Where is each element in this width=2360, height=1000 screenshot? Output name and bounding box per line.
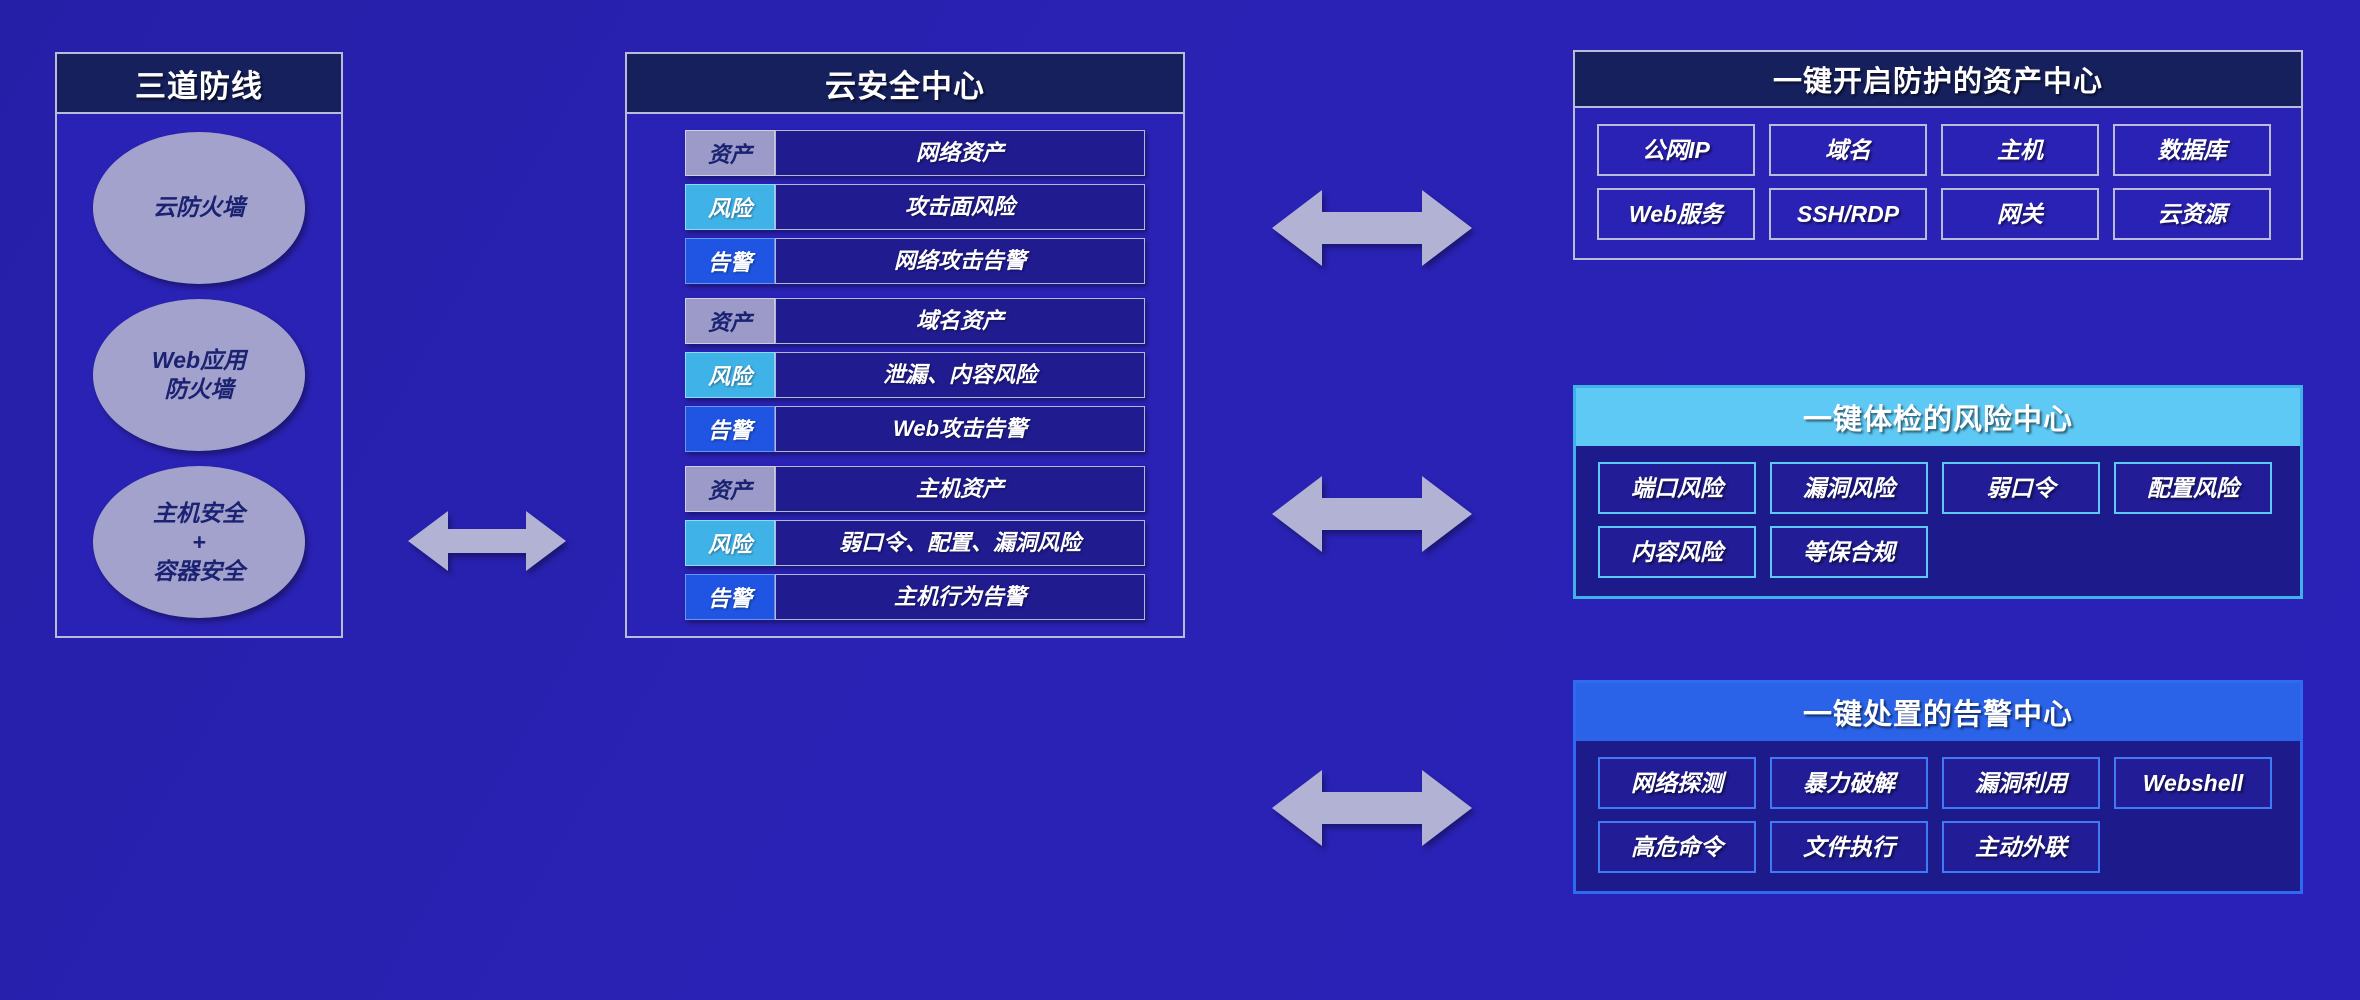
panel-left-body: 云防火墙 Web应用 防火墙 主机安全 + 容器安全 xyxy=(55,114,343,638)
asset-risk-alert-group: 资产 域名资产 风险 泄漏、内容风险 告警 Web攻击告警 xyxy=(685,298,1145,452)
row-tag-alert: 告警 xyxy=(685,238,775,284)
asset-chip-gateway[interactable]: 网关 xyxy=(1941,188,2099,240)
arrow-center-risk xyxy=(1272,468,1472,560)
table-row[interactable]: 资产 域名资产 xyxy=(685,298,1145,344)
bubble-line: 云防火墙 xyxy=(153,194,245,221)
row-value: 弱口令、配置、漏洞风险 xyxy=(775,520,1145,566)
row-value: Web攻击告警 xyxy=(775,406,1145,452)
row-value: 网络攻击告警 xyxy=(775,238,1145,284)
asset-chip-database[interactable]: 数据库 xyxy=(2113,124,2271,176)
table-row[interactable]: 风险 弱口令、配置、漏洞风险 xyxy=(685,520,1145,566)
chip-row: 公网IP 域名 主机 数据库 xyxy=(1597,124,2279,176)
row-tag-risk: 风险 xyxy=(685,184,775,230)
row-value: 主机资产 xyxy=(775,466,1145,512)
arrow-left-center xyxy=(408,505,566,577)
arrow-center-alert xyxy=(1272,762,1472,854)
asset-chip-cloud-resource[interactable]: 云资源 xyxy=(2113,188,2271,240)
row-tag-asset: 资产 xyxy=(685,298,775,344)
table-row[interactable]: 告警 主机行为告警 xyxy=(685,574,1145,620)
table-row[interactable]: 资产 主机资产 xyxy=(685,466,1145,512)
row-tag-risk: 风险 xyxy=(685,520,775,566)
row-tag-asset: 资产 xyxy=(685,466,775,512)
asset-chip-web-service[interactable]: Web服务 xyxy=(1597,188,1755,240)
risk-chip-port-risk[interactable]: 端口风险 xyxy=(1598,462,1756,514)
risk-chip-content-risk[interactable]: 内容风险 xyxy=(1598,526,1756,578)
row-value: 主机行为告警 xyxy=(775,574,1145,620)
table-row[interactable]: 风险 泄漏、内容风险 xyxy=(685,352,1145,398)
panel-asset-center: 一键开启防护的资产中心 公网IP 域名 主机 数据库 Web服务 SSH/RDP… xyxy=(1573,50,2303,260)
row-tag-asset: 资产 xyxy=(685,130,775,176)
table-row[interactable]: 告警 Web攻击告警 xyxy=(685,406,1145,452)
alert-chip-exploit[interactable]: 漏洞利用 xyxy=(1942,757,2100,809)
panel-center-title: 云安全中心 xyxy=(625,52,1185,114)
defense-bubble-host-container-security[interactable]: 主机安全 + 容器安全 xyxy=(93,466,305,619)
risk-chip-weak-password[interactable]: 弱口令 xyxy=(1942,462,2100,514)
chip-row: 端口风险 漏洞风险 弱口令 配置风险 xyxy=(1598,462,2278,514)
asset-chip-host[interactable]: 主机 xyxy=(1941,124,2099,176)
panel-center-body: 资产 网络资产 风险 攻击面风险 告警 网络攻击告警 资产 域名资产 xyxy=(625,114,1185,638)
panel-risk-center: 一键体检的风险中心 端口风险 漏洞风险 弱口令 配置风险 内容风险 等保合规 xyxy=(1573,385,2303,599)
risk-chip-configuration-risk[interactable]: 配置风险 xyxy=(2114,462,2272,514)
alert-chip-outbound-connection[interactable]: 主动外联 xyxy=(1942,821,2100,873)
table-row[interactable]: 资产 网络资产 xyxy=(685,130,1145,176)
alert-chip-high-risk-command[interactable]: 高危命令 xyxy=(1598,821,1756,873)
alert-chip-network-probe[interactable]: 网络探测 xyxy=(1598,757,1756,809)
row-tag-alert: 告警 xyxy=(685,406,775,452)
bubble-line: 防火墙 xyxy=(164,375,234,402)
panel-risk-title: 一键体检的风险中心 xyxy=(1576,388,2300,446)
risk-chip-compliance[interactable]: 等保合规 xyxy=(1770,526,1928,578)
chip-row: Web服务 SSH/RDP 网关 云资源 xyxy=(1597,188,2279,240)
asset-risk-alert-group: 资产 主机资产 风险 弱口令、配置、漏洞风险 告警 主机行为告警 xyxy=(685,466,1145,620)
risk-chip-vulnerability-risk[interactable]: 漏洞风险 xyxy=(1770,462,1928,514)
panel-alert-center: 一键处置的告警中心 网络探测 暴力破解 漏洞利用 Webshell 高危命令 文… xyxy=(1573,680,2303,894)
alert-chip-brute-force[interactable]: 暴力破解 xyxy=(1770,757,1928,809)
panel-alert-title: 一键处置的告警中心 xyxy=(1576,683,2300,741)
panel-asset-title: 一键开启防护的资产中心 xyxy=(1573,50,2303,108)
table-row[interactable]: 风险 攻击面风险 xyxy=(685,184,1145,230)
row-value: 泄漏、内容风险 xyxy=(775,352,1145,398)
panel-cloud-security-center: 云安全中心 资产 网络资产 风险 攻击面风险 告警 网络攻击告警 xyxy=(625,52,1185,638)
asset-chip-domain[interactable]: 域名 xyxy=(1769,124,1927,176)
bubble-line: 容器安全 xyxy=(153,557,245,584)
bubble-line: + xyxy=(192,528,206,555)
panel-three-lines-of-defense: 三道防线 云防火墙 Web应用 防火墙 主机安全 + 容器安全 xyxy=(55,52,343,638)
asset-chip-public-ip[interactable]: 公网IP xyxy=(1597,124,1755,176)
defense-bubble-cloud-firewall[interactable]: 云防火墙 xyxy=(93,131,305,284)
chip-row: 高危命令 文件执行 主动外联 xyxy=(1598,821,2278,873)
row-tag-alert: 告警 xyxy=(685,574,775,620)
asset-chip-ssh-rdp[interactable]: SSH/RDP xyxy=(1769,188,1927,240)
panel-asset-body: 公网IP 域名 主机 数据库 Web服务 SSH/RDP 网关 云资源 xyxy=(1573,108,2303,260)
table-row[interactable]: 告警 网络攻击告警 xyxy=(685,238,1145,284)
chip-row: 内容风险 等保合规 xyxy=(1598,526,2278,578)
chip-row: 网络探测 暴力破解 漏洞利用 Webshell xyxy=(1598,757,2278,809)
arrow-center-asset xyxy=(1272,182,1472,274)
bubble-line: 主机安全 xyxy=(153,500,245,527)
panel-risk-body: 端口风险 漏洞风险 弱口令 配置风险 内容风险 等保合规 xyxy=(1576,446,2300,596)
bubble-line: Web应用 xyxy=(151,347,247,374)
defense-bubble-web-application-firewall[interactable]: Web应用 防火墙 xyxy=(93,298,305,451)
alert-chip-webshell[interactable]: Webshell xyxy=(2114,757,2272,809)
row-value: 攻击面风险 xyxy=(775,184,1145,230)
row-value: 网络资产 xyxy=(775,130,1145,176)
panel-left-title: 三道防线 xyxy=(55,52,343,114)
panel-alert-body: 网络探测 暴力破解 漏洞利用 Webshell 高危命令 文件执行 主动外联 xyxy=(1576,741,2300,891)
row-value: 域名资产 xyxy=(775,298,1145,344)
alert-chip-file-execution[interactable]: 文件执行 xyxy=(1770,821,1928,873)
row-tag-risk: 风险 xyxy=(685,352,775,398)
asset-risk-alert-group: 资产 网络资产 风险 攻击面风险 告警 网络攻击告警 xyxy=(685,130,1145,284)
